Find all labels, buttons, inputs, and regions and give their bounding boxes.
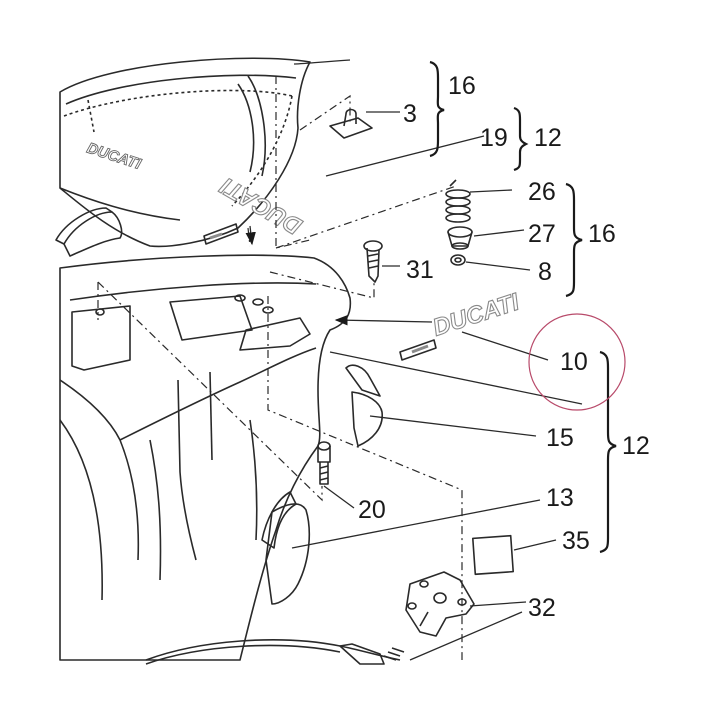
callout-10: 10 <box>560 348 588 376</box>
callout-8: 8 <box>538 258 552 286</box>
label-35 <box>471 534 515 576</box>
bracket-16-top <box>429 60 445 158</box>
callout-12-mid: 12 <box>622 432 650 460</box>
callout-3: 3 <box>403 100 417 128</box>
callout-19: 19 <box>480 124 508 152</box>
callout-16-top: 16 <box>448 72 476 100</box>
bolt-20 <box>317 441 331 485</box>
callout-35: 35 <box>562 527 590 555</box>
tail-body <box>59 254 352 661</box>
decal-ducati-mirrored: DUCATI <box>215 171 307 239</box>
mesh-panel-13 <box>261 491 311 605</box>
decal-ducati: DUCATI <box>430 288 524 342</box>
seat <box>59 57 311 248</box>
decal-badge-lower <box>399 339 437 361</box>
clip-3 <box>329 108 373 139</box>
callout-27: 27 <box>528 220 556 248</box>
side-mesh-panel-15 <box>345 364 383 447</box>
highlight-circle <box>528 313 626 411</box>
screw-31 <box>363 240 383 283</box>
bracket-16-mid <box>565 182 583 298</box>
callout-12-top: 12 <box>534 124 562 152</box>
nut-8 <box>450 254 466 266</box>
leader-lines <box>245 59 583 661</box>
callout-31: 31 <box>406 256 434 284</box>
brackets <box>429 60 617 554</box>
spring-26 <box>445 179 471 223</box>
assembly-lines <box>97 76 463 660</box>
callout-13: 13 <box>546 484 574 512</box>
bushing-27 <box>447 226 473 250</box>
upper-mesh-grille <box>55 207 123 257</box>
seat-ducati-logo: DUCATI <box>85 140 144 174</box>
bracket-12-mid <box>599 350 617 554</box>
callout-15: 15 <box>546 424 574 452</box>
decal-badge-upper <box>203 223 239 245</box>
callout-32: 32 <box>528 594 556 622</box>
callout-20: 20 <box>358 496 386 524</box>
release-cable <box>145 639 405 665</box>
callout-16-mid: 16 <box>588 220 616 248</box>
callout-26: 26 <box>528 178 556 206</box>
bracket-12-top <box>513 106 529 172</box>
latch-32 <box>405 571 475 637</box>
